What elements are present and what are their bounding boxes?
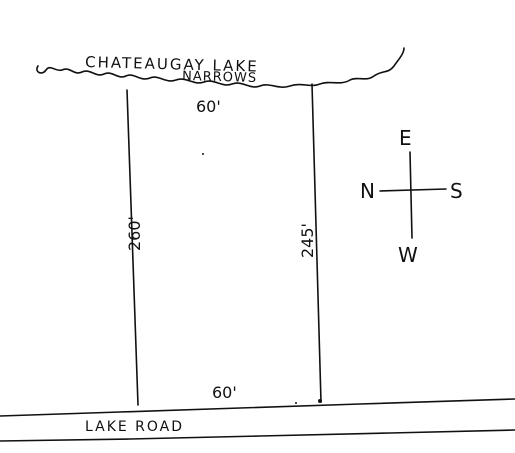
- corner-dot: [295, 402, 297, 404]
- lake-shoreline: [36, 47, 405, 88]
- compass-vertical-arm: [409, 151, 413, 239]
- compass-up-label: E: [399, 126, 412, 150]
- lake-name-line1: CHATEAUGAY LAKE: [85, 53, 259, 76]
- compass-down-label: W: [398, 243, 418, 267]
- compass-left-label: N: [360, 179, 375, 203]
- top-frontage-label: 60': [196, 97, 221, 116]
- left-side-label: 260': [125, 216, 144, 251]
- right-side-label: 245': [298, 223, 317, 258]
- compass: E W N S: [360, 126, 463, 267]
- lake-name-line2: NARROWS: [182, 69, 257, 86]
- road-lower-edge: [0, 429, 515, 442]
- lot-left-boundary: [126, 89, 139, 406]
- road-upper-edge: [0, 398, 515, 417]
- lot-right-boundary: [311, 83, 322, 403]
- stray-mark: [202, 153, 204, 155]
- road-name: LAKE ROAD: [85, 419, 184, 435]
- bottom-frontage-label: 60': [212, 383, 237, 402]
- compass-horizontal-arm: [379, 188, 447, 192]
- compass-right-label: S: [450, 179, 463, 203]
- corner-marker: [318, 399, 322, 403]
